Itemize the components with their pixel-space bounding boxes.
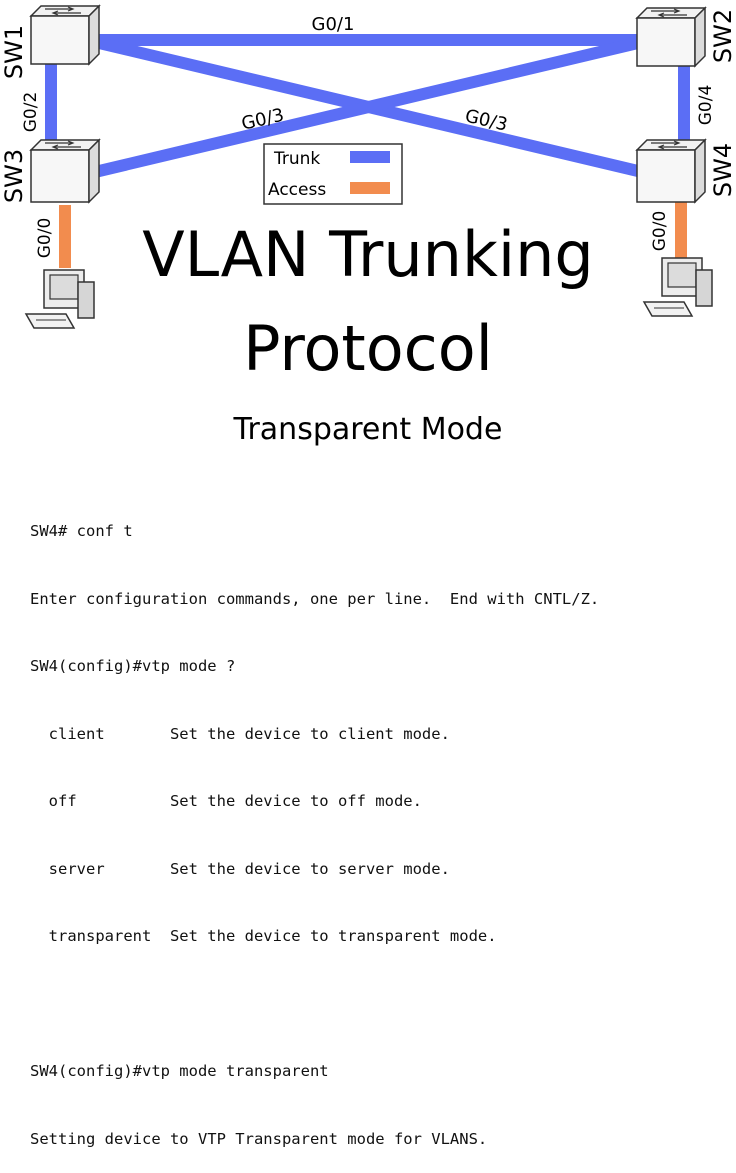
- switch-label-sw4: SW4: [709, 143, 736, 197]
- page-title-line-2: Protocol: [243, 312, 493, 385]
- terminal-line: transparent Set the device to transparen…: [30, 927, 497, 945]
- port-label-g0-0-right: G0/0: [650, 211, 670, 252]
- legend-label-access: Access: [268, 180, 326, 200]
- trunk-link-sw3-sw2: [93, 36, 644, 178]
- legend-swatch-access: [350, 182, 390, 194]
- legend-swatch-trunk: [350, 151, 390, 163]
- switch-sw1: [29, 4, 101, 66]
- port-label-g0-0-left: G0/0: [35, 218, 55, 259]
- port-label-g0-2: G0/2: [21, 92, 41, 133]
- terminal-line: SW4# conf t: [30, 522, 133, 540]
- network-switch-icon: [635, 6, 707, 68]
- terminal-line: SW4(config)#vtp mode transparent: [30, 1062, 329, 1080]
- pc-sw3: [24, 269, 95, 329]
- legend: Trunk Access: [263, 143, 403, 205]
- terminal-line: off Set the device to off mode.: [30, 792, 422, 810]
- terminal-line: SW4(config)#vtp mode ?: [30, 657, 236, 675]
- terminal-line: client Set the device to client mode.: [30, 724, 450, 743]
- port-label-g0-4: G0/4: [696, 85, 716, 126]
- terminal-output: SW4# conf t Enter configuration commands…: [30, 475, 730, 1173]
- desktop-computer-icon: [24, 269, 95, 329]
- desktop-computer-icon: [642, 257, 713, 317]
- terminal-line: server Set the device to server mode.: [30, 859, 450, 878]
- page-subtitle: Transparent Mode: [233, 412, 503, 447]
- switch-sw3: [29, 138, 101, 204]
- port-label-g0-1: G0/1: [312, 14, 355, 35]
- pc-sw4: [642, 257, 713, 317]
- terminal-line: Enter configuration commands, one per li…: [30, 589, 600, 608]
- network-switch-icon: [29, 138, 101, 204]
- switch-label-sw1: SW1: [0, 25, 28, 79]
- legend-label-trunk: Trunk: [273, 149, 320, 169]
- switch-label-sw3: SW3: [0, 149, 28, 203]
- page-title-line-1: VLAN Trunking: [142, 218, 594, 291]
- switch-sw2: [635, 6, 707, 68]
- terminal-line: [30, 993, 730, 1016]
- network-switch-icon: [29, 4, 101, 66]
- network-topology-diagram: SW1 SW2 SW3 SW4 G0/1 G0/2 G0/3 G0/3 G0/4…: [0, 4, 736, 329]
- switch-label-sw2: SW2: [709, 9, 736, 63]
- network-switch-icon: [635, 138, 707, 204]
- terminal-line: Setting device to VTP Transparent mode f…: [30, 1129, 488, 1148]
- switch-sw4: [635, 138, 707, 204]
